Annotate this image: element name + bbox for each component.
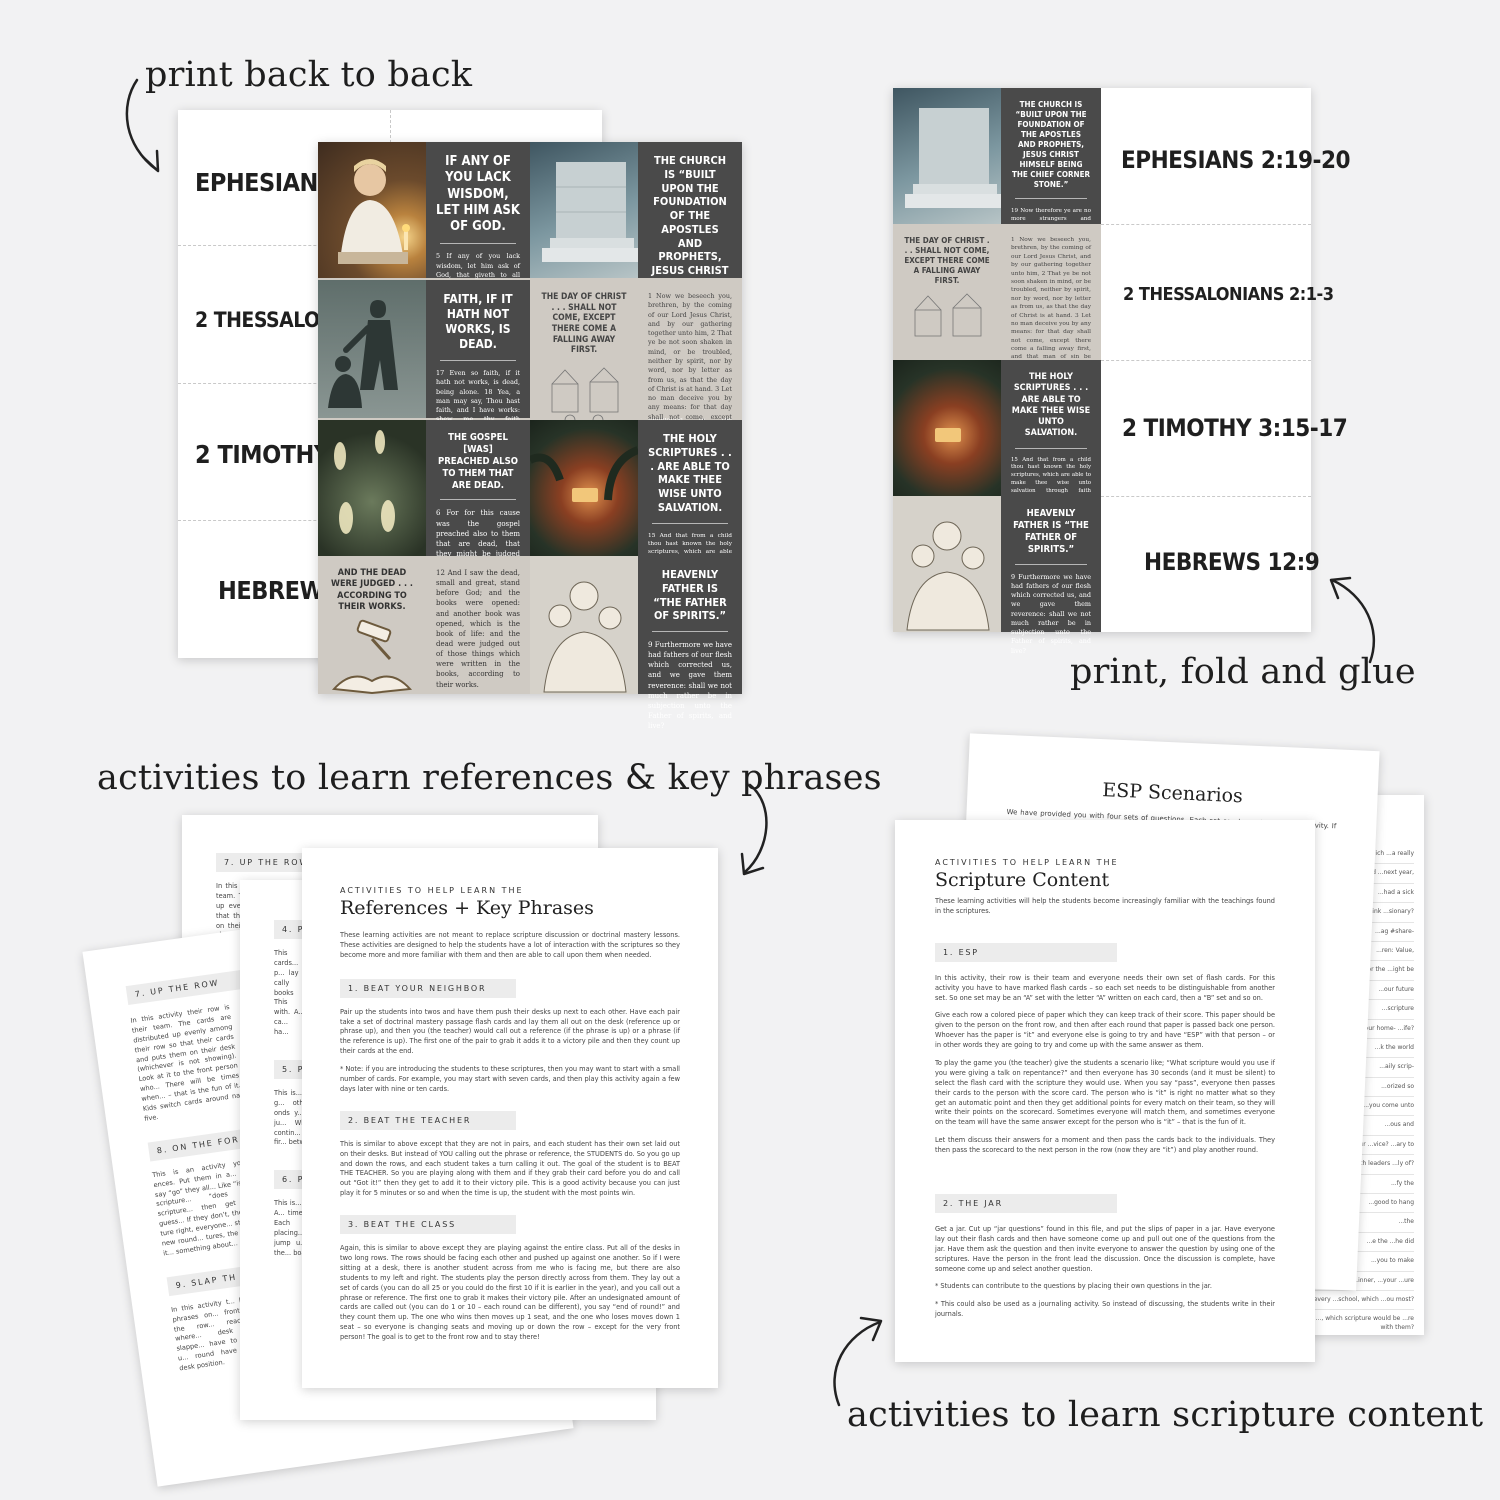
scripture-card: THE DAY OF CHRIST . . . SHALL NOT COME, …	[530, 280, 638, 426]
list-item: ...inner, ...your ...ure	[1236, 1272, 1414, 1291]
section-note: * Students can contribute to the questio…	[935, 1282, 1212, 1291]
scripture-card: THE CHURCH IS “BUILT UPON THE FOUNDATION…	[638, 142, 742, 460]
scripture-card-body: 1 Now we beseech you, brethren, by the c…	[1001, 224, 1101, 377]
card-title: THE CHURCH IS “BUILT UPON THE FOUNDATION…	[1011, 100, 1091, 189]
boy-reading-image	[318, 142, 426, 278]
scripture-card: AND THE DEAD WERE JUDGED . . . ACCORDING…	[318, 556, 426, 695]
card-body: 12 And I saw the dead, small and great, …	[436, 569, 520, 689]
section-text: Pair up the students into twos and have …	[340, 1007, 680, 1056]
card-title: HEAVENLY FATHER IS “THE FATHER OF SPIRIT…	[1013, 508, 1089, 555]
section-heading: 2. THE JAR	[935, 1194, 1117, 1214]
list-item: ...e scriptures every ...school, which .…	[1236, 1291, 1414, 1311]
list-item: ...was experiencing a ..., which scriptu…	[1236, 1310, 1414, 1335]
plates-in-woods-image	[893, 360, 1001, 496]
caption-references: activities to learn references & key phr…	[97, 758, 882, 798]
scripture-card: THE GOSPEL [WAS] PREACHED ALSO TO THEM T…	[426, 420, 530, 599]
section-text: This is similar to above except that the…	[340, 1139, 680, 1198]
intro-text: These learning activities are not meant …	[340, 931, 680, 959]
section-note: * This could also be used as a journalin…	[935, 1300, 1275, 1319]
scripture-card: FAITH, IF IT HATH NOT WORKS, IS DEAD. 17…	[426, 280, 530, 451]
section-heading: 1. ESP	[935, 942, 1117, 962]
fold-glue-sheet: THE CHURCH IS “BUILT UPON THE FOUNDATION…	[893, 88, 1351, 655]
card-title: AND THE DEAD WERE JUDGED . . . ACCORDING…	[331, 568, 413, 612]
page-title: Scripture Content	[935, 869, 1110, 891]
cornerstone-image	[893, 88, 1001, 224]
plates-in-woods-image	[530, 420, 638, 556]
section-heading: 7. UP THE ROW	[125, 968, 254, 1005]
section-text: To play the game you (the teacher) give …	[935, 1059, 1275, 1127]
scripture-card-body: 1 Now we beseech you, brethren, by the c…	[638, 280, 742, 458]
card-body: 9 Furthermore we have had fathers of our…	[1011, 572, 1091, 655]
card-title: FAITH, IF IT HATH NOT WORKS, IS DEAD.	[443, 292, 513, 351]
family-sketch-image	[893, 496, 1001, 632]
section-note: * Note: if you are introducing the stude…	[340, 1065, 680, 1093]
card-title: THE HOLY SCRIPTURES . . . ARE ABLE TO MA…	[648, 432, 732, 514]
front-card-sheet: IF ANY OF YOU LACK WISDOM, LET HIM ASK O…	[318, 142, 742, 730]
section-heading: 3. BEAT THE CLASS	[340, 1215, 516, 1235]
intro-text: These learning activities will help the …	[935, 897, 1275, 915]
card-title: THE DAY OF CHRIST . . . SHALL NOT COME, …	[541, 292, 627, 356]
scripture-content-page: ACTIVITIES TO HELP LEARN THE Scripture C…	[895, 820, 1315, 1362]
section-heading: 2. BEAT THE TEACHER	[340, 1110, 516, 1130]
glowing-spirits-image	[318, 420, 426, 556]
card-body: 9 Furthermore we have had fathers of our…	[648, 641, 732, 731]
page-kicker: ACTIVITIES TO HELP LEARN THE	[935, 858, 1119, 867]
page-title: ESP Scenarios	[1101, 779, 1244, 808]
reference-label: HEBREWS 12:9	[1144, 548, 1320, 576]
scripture-card: THE HOLY SCRIPTURES . . . ARE ABLE TO MA…	[638, 420, 742, 656]
card-title: THE GOSPEL [WAS] PREACHED ALSO TO THEM T…	[437, 432, 519, 491]
curved-arrow-icon	[125, 78, 160, 173]
section-text: In this activity their row is their team…	[129, 1002, 243, 1123]
card-body: 1 Now we beseech you, brethren, by the c…	[1011, 237, 1091, 377]
scripture-card: HEAVENLY FATHER IS “THE FATHER OF SPIRIT…	[1001, 496, 1101, 655]
section-text: This is... goal. A... time yo... Each st…	[274, 1199, 320, 1257]
caption-print-back-to-back: print back to back	[145, 55, 473, 95]
church-sketch-icon	[914, 293, 982, 337]
cornerstone-image	[530, 142, 638, 278]
curved-arrow-icon	[833, 1316, 883, 1407]
helping-hand-image	[318, 280, 426, 418]
section-text: This is... cards... them p... lay out...…	[274, 949, 320, 1037]
page-kicker: ACTIVITIES TO HELP LEARN THE	[340, 886, 524, 895]
scripture-card: THE DAY OF CHRIST . . . SHALL NOT COME, …	[893, 224, 1001, 360]
scripture-card: IF ANY OF YOU LACK WISDOM, LET HIM ASK O…	[426, 142, 530, 353]
reference-label: 2 THESSALONIANS 2:1-3	[1123, 284, 1334, 305]
curved-arrow-icon	[740, 783, 768, 876]
family-sketch-image	[530, 556, 638, 694]
references-activity-page: ACTIVITIES TO HELP LEARN THE References …	[302, 848, 718, 1388]
scripture-card: THE HOLY SCRIPTURES . . . ARE ABLE TO MA…	[1001, 360, 1101, 572]
scripture-card-body: 12 And I saw the dead, small and great, …	[426, 556, 530, 694]
caption-print-fold-glue: print, fold and glue	[1070, 652, 1416, 692]
section-text: In this activity, their row is their tea…	[935, 973, 1275, 1002]
scripture-card: THE CHURCH IS “BUILT UPON THE FOUNDATION…	[1001, 88, 1101, 287]
card-title: THE HOLY SCRIPTURES . . . ARE ABLE TO MA…	[1011, 372, 1091, 439]
page-title: References + Key Phrases	[340, 897, 594, 919]
section-text: Get a jar. Cut up “jar questions” found …	[935, 1225, 1275, 1273]
reference-label: EPHESIANS 2:19-20	[1121, 146, 1351, 174]
card-title: HEAVENLY FATHER IS “THE FATHER OF SPIRIT…	[653, 568, 727, 623]
card-title: THE DAY OF CHRIST . . . SHALL NOT COME, …	[904, 236, 990, 285]
section-text: This is... With g... others... onds y...…	[274, 1089, 320, 1147]
section-heading: 1. BEAT YOUR NEIGHBOR	[340, 978, 516, 998]
reference-label: 2 TIMOTHY 3:15-17	[1122, 414, 1348, 442]
scripture-card: HEAVENLY FATHER IS “THE FATHER OF SPIRIT…	[638, 556, 742, 730]
caption-content: activities to learn scripture content	[847, 1395, 1484, 1435]
section-text: Again, this is similar to above except t…	[340, 1244, 680, 1342]
card-title: IF ANY OF YOU LACK WISDOM, LET HIM ASK O…	[436, 154, 520, 234]
curved-arrow-icon	[1329, 576, 1375, 664]
gavel-book-icon	[331, 619, 413, 695]
section-text: Give each row a colored piece of paper w…	[935, 1011, 1275, 1050]
section-text: Let them discuss their answers for a mom…	[935, 1136, 1275, 1155]
